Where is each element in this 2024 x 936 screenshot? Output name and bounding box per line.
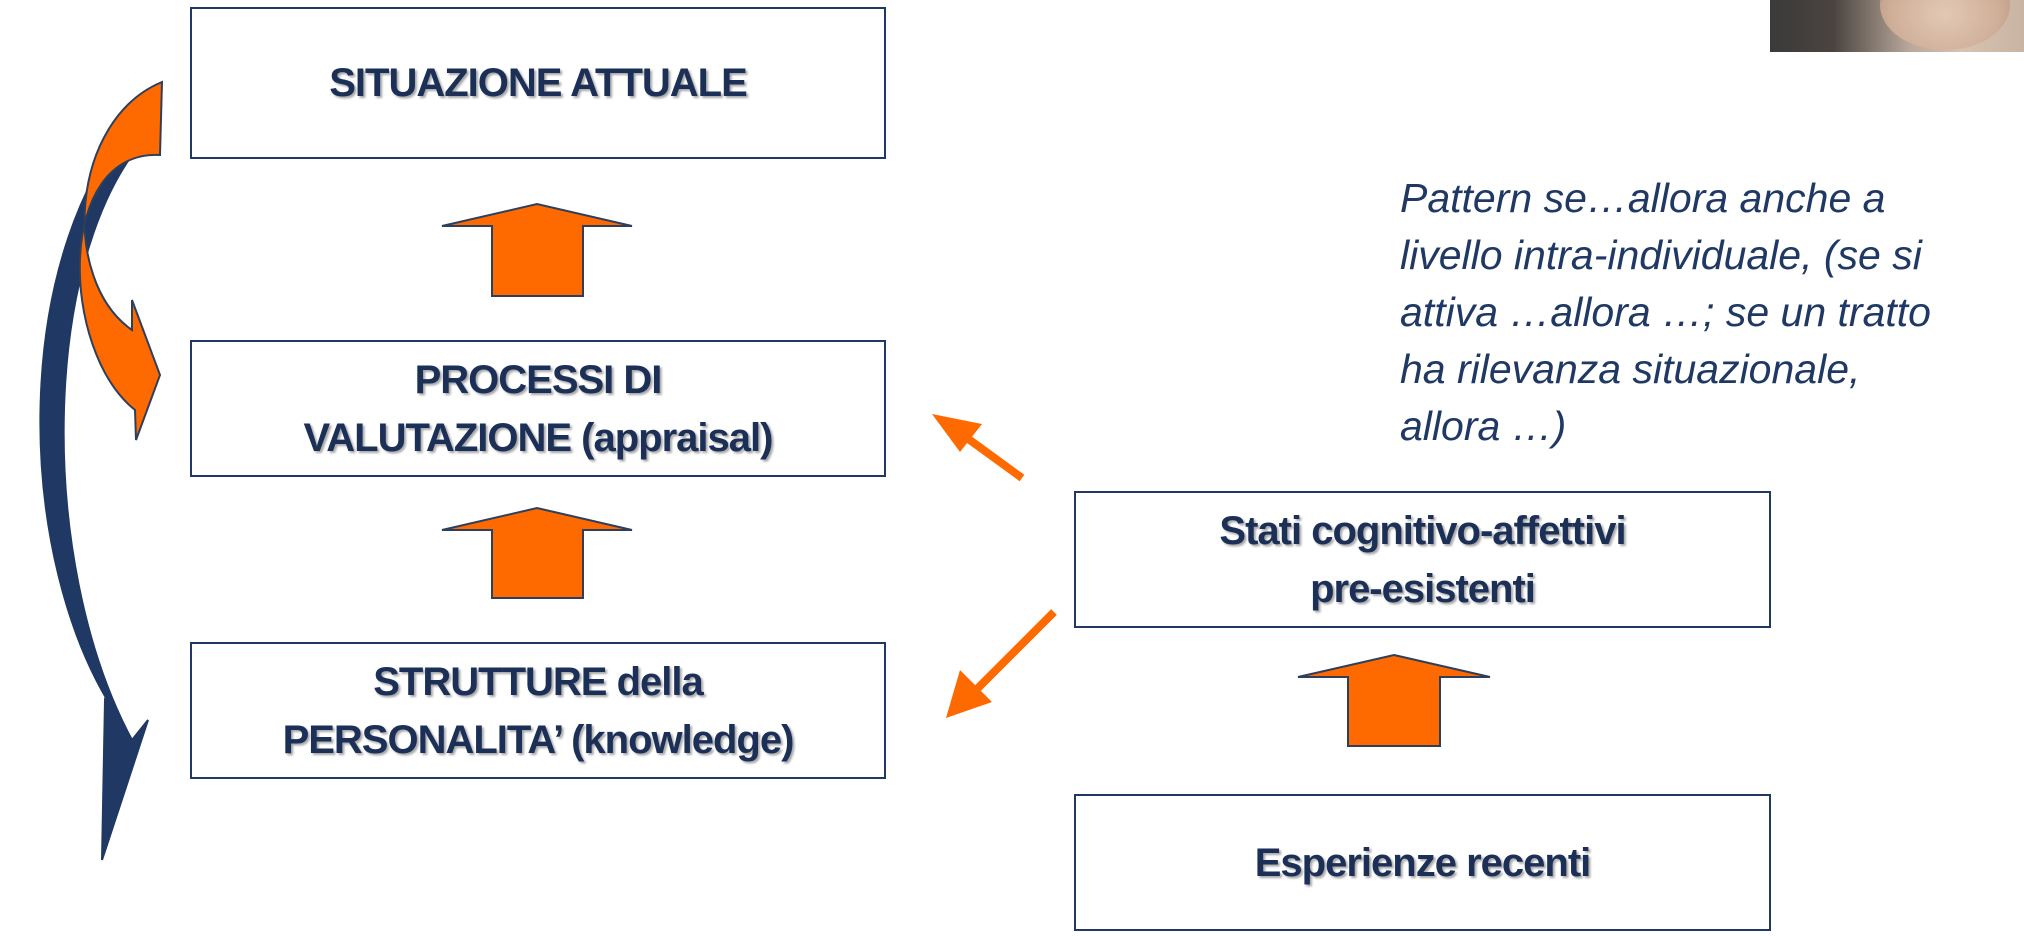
box-situazione-label: SITUAZIONE ATTUALE: [329, 54, 748, 112]
up-arrow-2-icon: [441, 506, 633, 599]
box-processi-label: PROCESSI DI VALUTAZIONE (appraisal): [303, 351, 774, 467]
note-line-4: ha rilevanza situazionale,: [1400, 346, 1861, 392]
box-stati-line-2: pre-esistenti: [1310, 566, 1536, 611]
note-line-1: Pattern se…allora anche a: [1400, 175, 1886, 221]
diagonal-arrow-to-processi-icon: [932, 414, 1025, 482]
box-processi-line-2: VALUTAZIONE (appraisal): [303, 415, 774, 460]
box-esperienze-recenti: Esperienze recenti: [1074, 794, 1771, 931]
pattern-note: Pattern se…allora anche a livello intra-…: [1400, 170, 2020, 455]
box-situazione-attuale: SITUAZIONE ATTUALE: [190, 7, 886, 159]
diagonal-arrow-to-strutture-icon: [946, 609, 1057, 718]
note-line-2: livello intra-individuale, (se si: [1400, 232, 1922, 278]
presenter-photo: [1770, 0, 2024, 52]
note-line-3: attiva …allora …; se un tratto: [1400, 289, 1931, 335]
box-esperienze-label: Esperienze recenti: [1255, 834, 1591, 892]
curved-feedback-arrow-navy-icon: [39, 106, 157, 861]
box-strutture-personalita: STRUTTURE della PERSONALITA’ (knowledge): [190, 642, 886, 779]
up-arrow-1-icon: [441, 202, 633, 297]
box-stati-label: Stati cognitivo-affettivi pre-esistenti: [1219, 502, 1626, 618]
up-arrow-3-icon: [1297, 653, 1491, 747]
box-strutture-line-1: STRUTTURE della: [373, 659, 703, 704]
box-stati-cognitivo-affettivi: Stati cognitivo-affettivi pre-esistenti: [1074, 491, 1771, 628]
note-line-5: allora …): [1400, 403, 1567, 449]
curved-feedback-arrow-orange-icon: [78, 80, 164, 441]
box-processi-valutazione: PROCESSI DI VALUTAZIONE (appraisal): [190, 340, 886, 477]
box-stati-line-1: Stati cognitivo-affettivi: [1219, 508, 1626, 553]
box-situazione-line-1: SITUAZIONE ATTUALE: [329, 61, 748, 105]
box-processi-line-1: PROCESSI DI: [414, 357, 663, 402]
box-esperienze-line-1: Esperienze recenti: [1254, 840, 1591, 885]
box-strutture-line-2: PERSONALITA’ (knowledge): [282, 717, 795, 762]
box-strutture-label: STRUTTURE della PERSONALITA’ (knowledge): [282, 653, 795, 769]
